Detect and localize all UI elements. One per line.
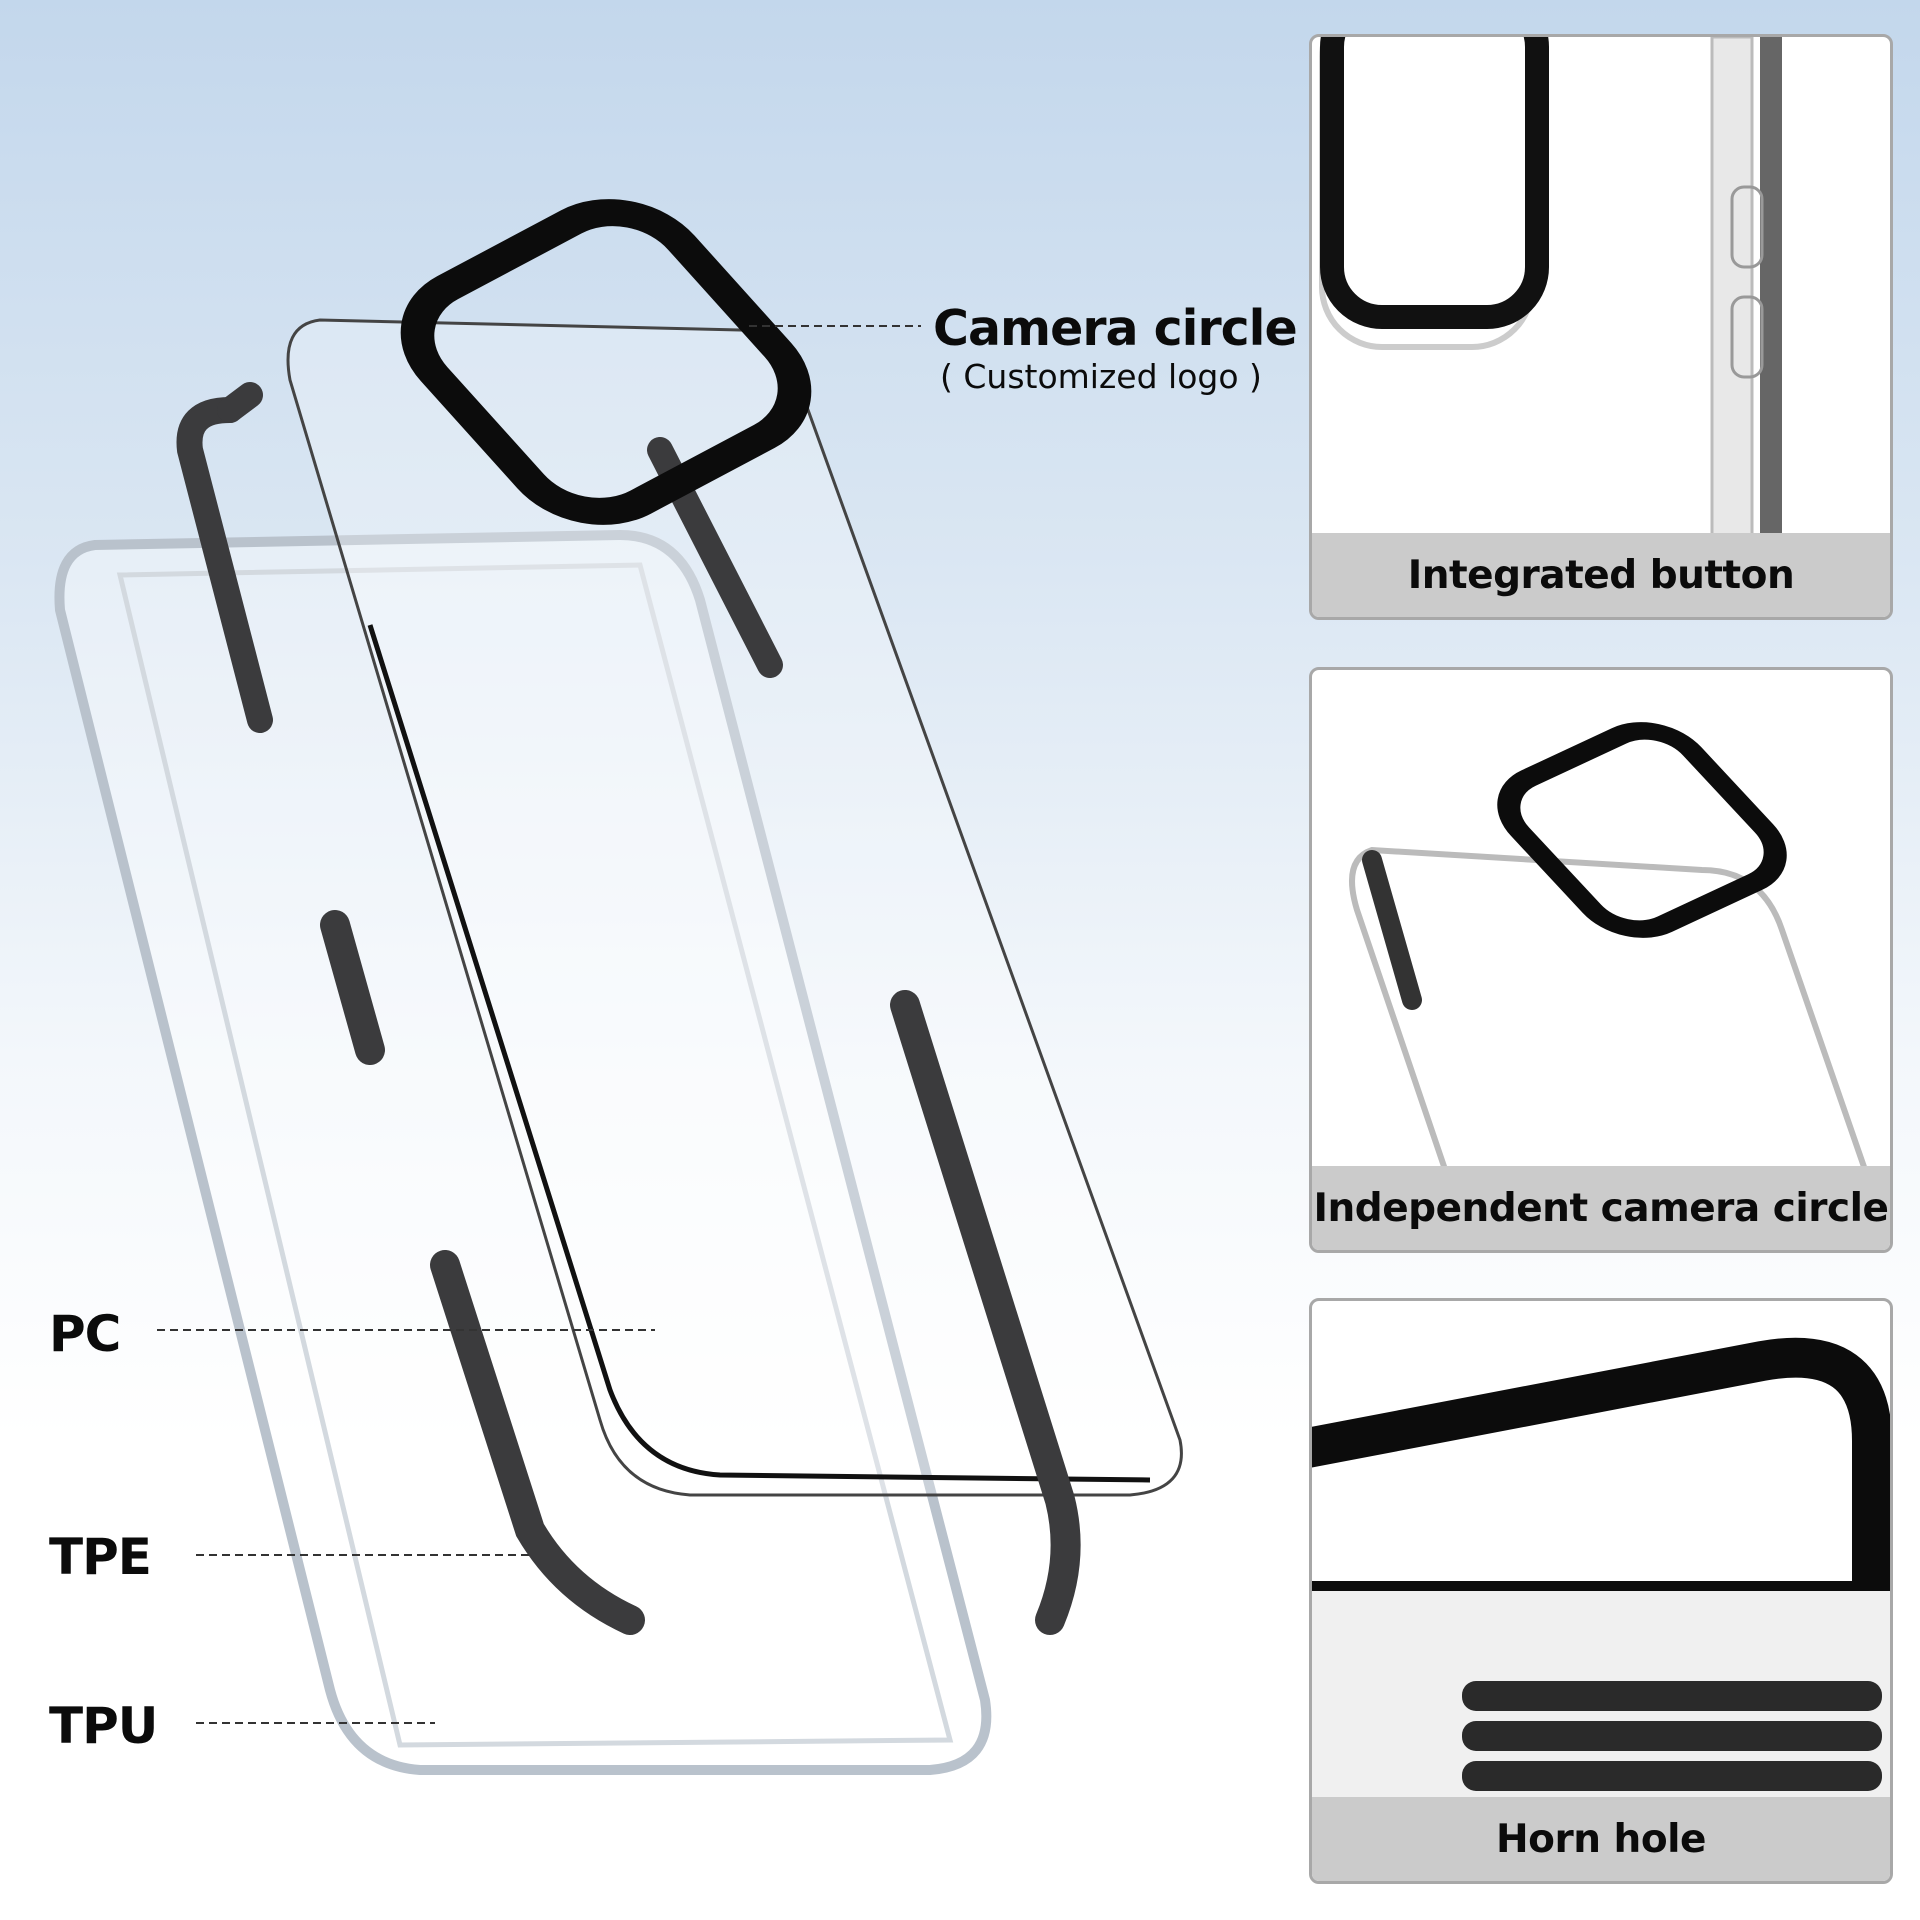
- camera-circle-title: Camera circle: [933, 300, 1298, 357]
- tpe-bumper: [430, 1250, 645, 1635]
- feature-label: Independent camera circle: [1312, 1166, 1890, 1250]
- tpe-bumper: [320, 910, 385, 1065]
- integrated-button-image: [1319, 37, 1782, 539]
- layer-label-tpe: TPE: [49, 1528, 152, 1586]
- camera-circle-image: [1349, 722, 1877, 1193]
- tpe-bumper: [217, 382, 263, 423]
- tpu-case-inner-edge: [116, 562, 954, 1748]
- feature-panel-integrated-button: Integrated button: [1309, 34, 1893, 620]
- feature-panel-camera-circle: Independent camera circle: [1309, 667, 1893, 1253]
- layer-label-pc: PC: [49, 1305, 121, 1363]
- tpe-bumper: [890, 990, 1081, 1635]
- feature-label: Horn hole: [1312, 1797, 1890, 1881]
- feature-panel-horn-hole: Horn hole: [1309, 1298, 1893, 1884]
- camera-circle-subtitle: ( Customized logo ): [940, 357, 1262, 396]
- layer-label-tpu: TPU: [49, 1697, 158, 1755]
- horn-hole-image: [1312, 1337, 1890, 1801]
- feature-label: Integrated button: [1312, 533, 1890, 617]
- camera-ring: [400, 199, 812, 525]
- pc-plate-edge: [367, 624, 1151, 1483]
- tpu-case: [54, 529, 992, 1775]
